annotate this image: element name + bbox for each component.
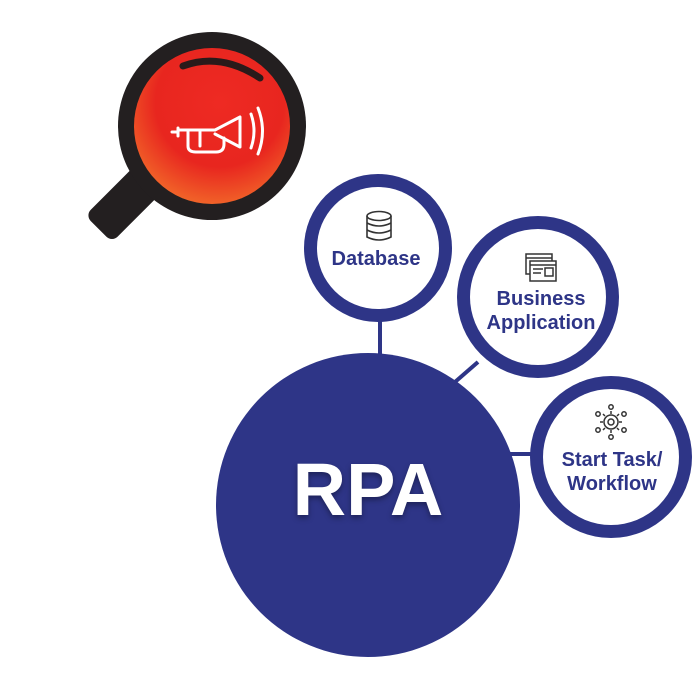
lens-glare — [179, 57, 264, 82]
magnifying-glass-icon — [88, 32, 306, 239]
magnifier-lens — [134, 48, 290, 204]
node-business-application — [457, 216, 619, 378]
rpa-center-label: RPA — [292, 448, 444, 531]
node-label-business-application: Business Application — [486, 288, 596, 334]
rpa-center-circle — [216, 353, 520, 657]
node-database — [304, 174, 452, 322]
connector-business-application — [453, 360, 480, 384]
horn-icon — [170, 106, 264, 156]
web-application-icon — [525, 253, 557, 282]
node-start-task-workflow — [530, 376, 692, 538]
gear-network-icon — [595, 404, 627, 440]
node-label-start-task-workflow: Start Task/ Workflow — [561, 449, 663, 495]
node-label-database: Database — [331, 248, 421, 270]
database-icon — [366, 210, 392, 241]
